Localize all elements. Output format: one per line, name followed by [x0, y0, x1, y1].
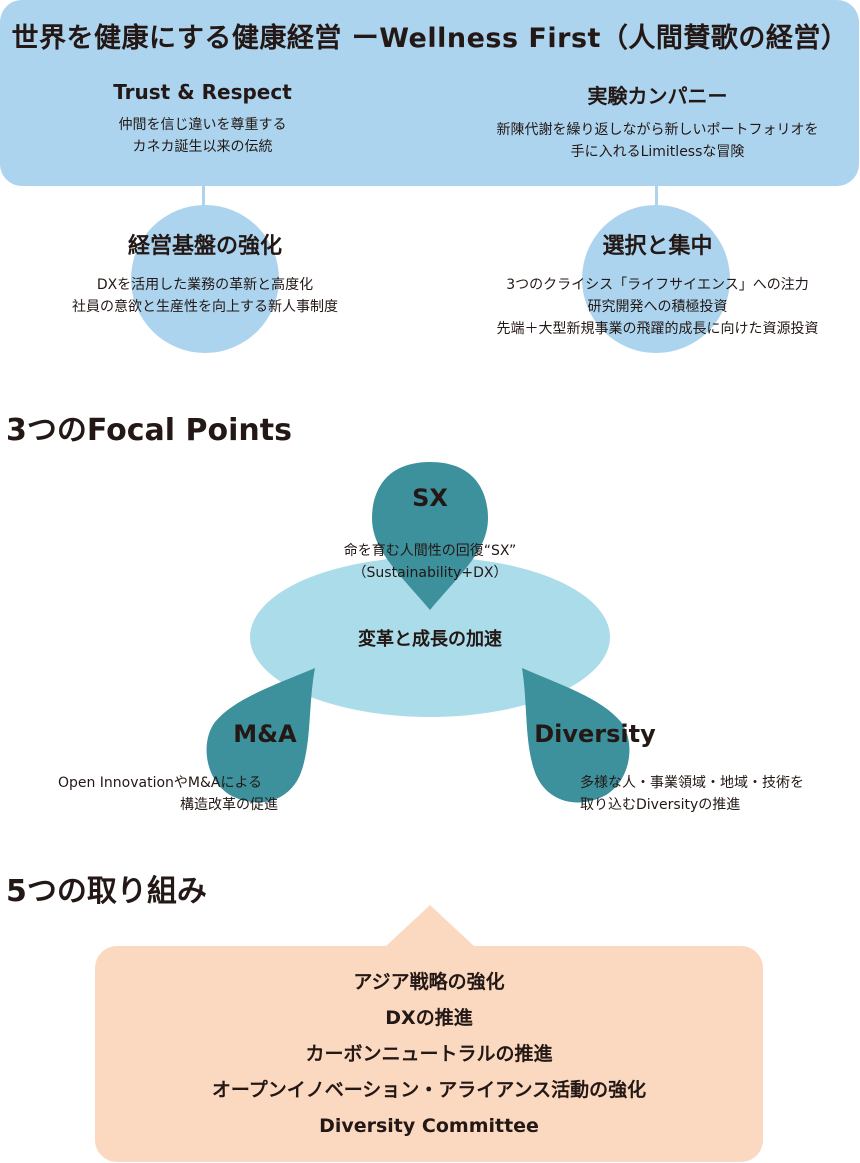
connector-right	[655, 186, 658, 206]
selection-focus-line-3: 先端＋大型新規事業の飛躍的成長に向けた資源投資	[496, 321, 819, 337]
trust-respect-line-2: カネカ誕生以来の伝統	[132, 139, 273, 155]
sx-description: 命を育む人間性の回復“SX” （Sustainability+DX）	[280, 540, 580, 584]
experiment-company-title: 実験カンパニー	[587, 84, 728, 108]
selection-focus-line-1: 3つのクライシス「ライフサイエンス」への注力	[506, 277, 809, 293]
diversity-description: 多様な人・事業領域・地域・技術を 取り込むDiversityの推進	[580, 772, 850, 816]
ma-line-1: Open InnovationやM&Aによる	[57, 775, 263, 791]
experiment-company-line-1: 新陳代謝を繰り返しながら新しいポートフォリオを	[496, 122, 819, 138]
ma-line-2: 構造改革の促進	[180, 797, 278, 813]
ma-label: M&A	[233, 720, 297, 748]
initiative-item: カーボンニュートラルの推進	[305, 1043, 553, 1065]
trust-respect-title: Trust & Respect	[113, 80, 292, 104]
management-foundation-line-1: DXを活用した業務の革新と高度化	[96, 277, 314, 293]
initiative-item: オープンイノベーション・アライアンス活動の強化	[211, 1079, 647, 1101]
initiatives-heading: 5つの取り組み	[6, 874, 207, 909]
sx-line-2: （Sustainability+DX）	[352, 565, 508, 581]
selection-focus-block: 選択と集中 3つのクライシス「ライフサイエンス」への注力 研究開発への積極投資 …	[460, 228, 855, 340]
focal-points-heading: 3つのFocal Points	[6, 413, 292, 448]
initiatives-list: アジア戦略の強化 DXの推進 カーボンニュートラルの推進 オープンイノベーション…	[95, 964, 763, 1144]
initiatives-pointer	[385, 905, 475, 947]
diversity-line-1: 多様な人・事業領域・地域・技術を	[580, 775, 804, 791]
sx-line-1: 命を育む人間性の回復“SX”	[343, 543, 517, 559]
management-foundation-line-2: 社員の意欲と生産性を向上する新人事制度	[72, 299, 338, 315]
focal-points-diagram	[206, 462, 630, 803]
diversity-line-2: 取り込むDiversityの推進	[580, 797, 741, 813]
wellness-first-box	[0, 0, 859, 186]
management-foundation-title: 経営基盤の強化	[127, 234, 282, 259]
diversity-label: Diversity	[534, 720, 656, 748]
connector-left	[202, 186, 205, 206]
sx-drop-shape	[372, 462, 488, 610]
acceleration-label: 変革と成長の加速	[358, 629, 502, 650]
initiatives-box	[95, 946, 763, 1162]
trust-respect-line-1: 仲間を信じ違いを尊重する	[118, 117, 287, 133]
initiative-item: アジア戦略の強化	[353, 971, 505, 993]
experiment-company-line-2: 手に入れるLimitlessな冒険	[570, 144, 745, 160]
sx-label: SX	[412, 484, 448, 512]
ma-description: Open InnovationやM&Aによる 構造改革の促進	[20, 772, 300, 816]
selection-focus-line-2: 研究開発への積極投資	[587, 299, 728, 315]
management-foundation-block: 経営基盤の強化 DXを活用した業務の革新と高度化 社員の意欲と生産性を向上する新…	[30, 228, 380, 318]
selection-focus-title: 選択と集中	[602, 234, 713, 259]
management-foundation-circle	[131, 205, 279, 353]
selection-focus-circle	[582, 205, 730, 353]
trust-respect-pillar: Trust & Respect 仲間を信じ違いを尊重する カネカ誕生以来の伝統	[40, 80, 365, 158]
ma-drop-shape	[206, 668, 315, 803]
wellness-first-title: 世界を健康にする健康経営 ーWellness First（人間賛歌の経営）	[11, 23, 849, 54]
experiment-company-pillar: 実験カンパニー 新陳代謝を繰り返しながら新しいポートフォリオを 手に入れるLim…	[470, 80, 845, 163]
acceleration-ellipse	[250, 557, 610, 717]
initiative-item: DXの推進	[385, 1007, 473, 1029]
initiative-item: Diversity Committee	[319, 1115, 539, 1137]
diversity-drop-shape	[522, 668, 630, 803]
